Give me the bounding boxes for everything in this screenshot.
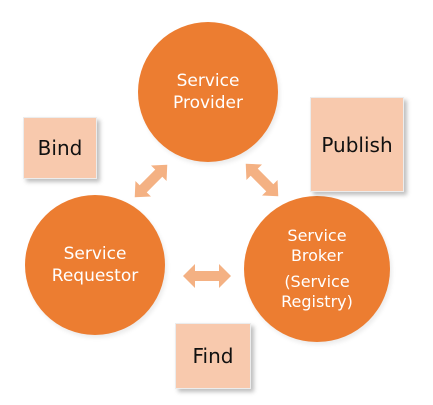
publish-label: Publish — [310, 97, 404, 192]
bind-arrow — [134, 164, 168, 198]
service-broker-node: Service Broker (Service Registry) — [244, 196, 390, 342]
node-label-line: Service — [63, 244, 127, 264]
node-label-line: Registry) — [281, 292, 353, 311]
node-label-line: Provider — [173, 93, 243, 113]
node-label-line: Service — [176, 71, 240, 91]
node-label-line: Requestor — [51, 266, 139, 286]
find-label: Find — [175, 323, 251, 389]
publish-arrow — [245, 163, 279, 197]
service-provider-node: Service Provider — [138, 22, 278, 162]
bind-label: Bind — [23, 117, 97, 179]
node-label-line: (Service — [284, 272, 350, 291]
node-label-line: Service — [287, 226, 347, 245]
service-requestor-node: Service Requestor — [25, 195, 165, 335]
node-label-line: Broker — [290, 246, 344, 265]
find-arrow — [183, 264, 231, 288]
